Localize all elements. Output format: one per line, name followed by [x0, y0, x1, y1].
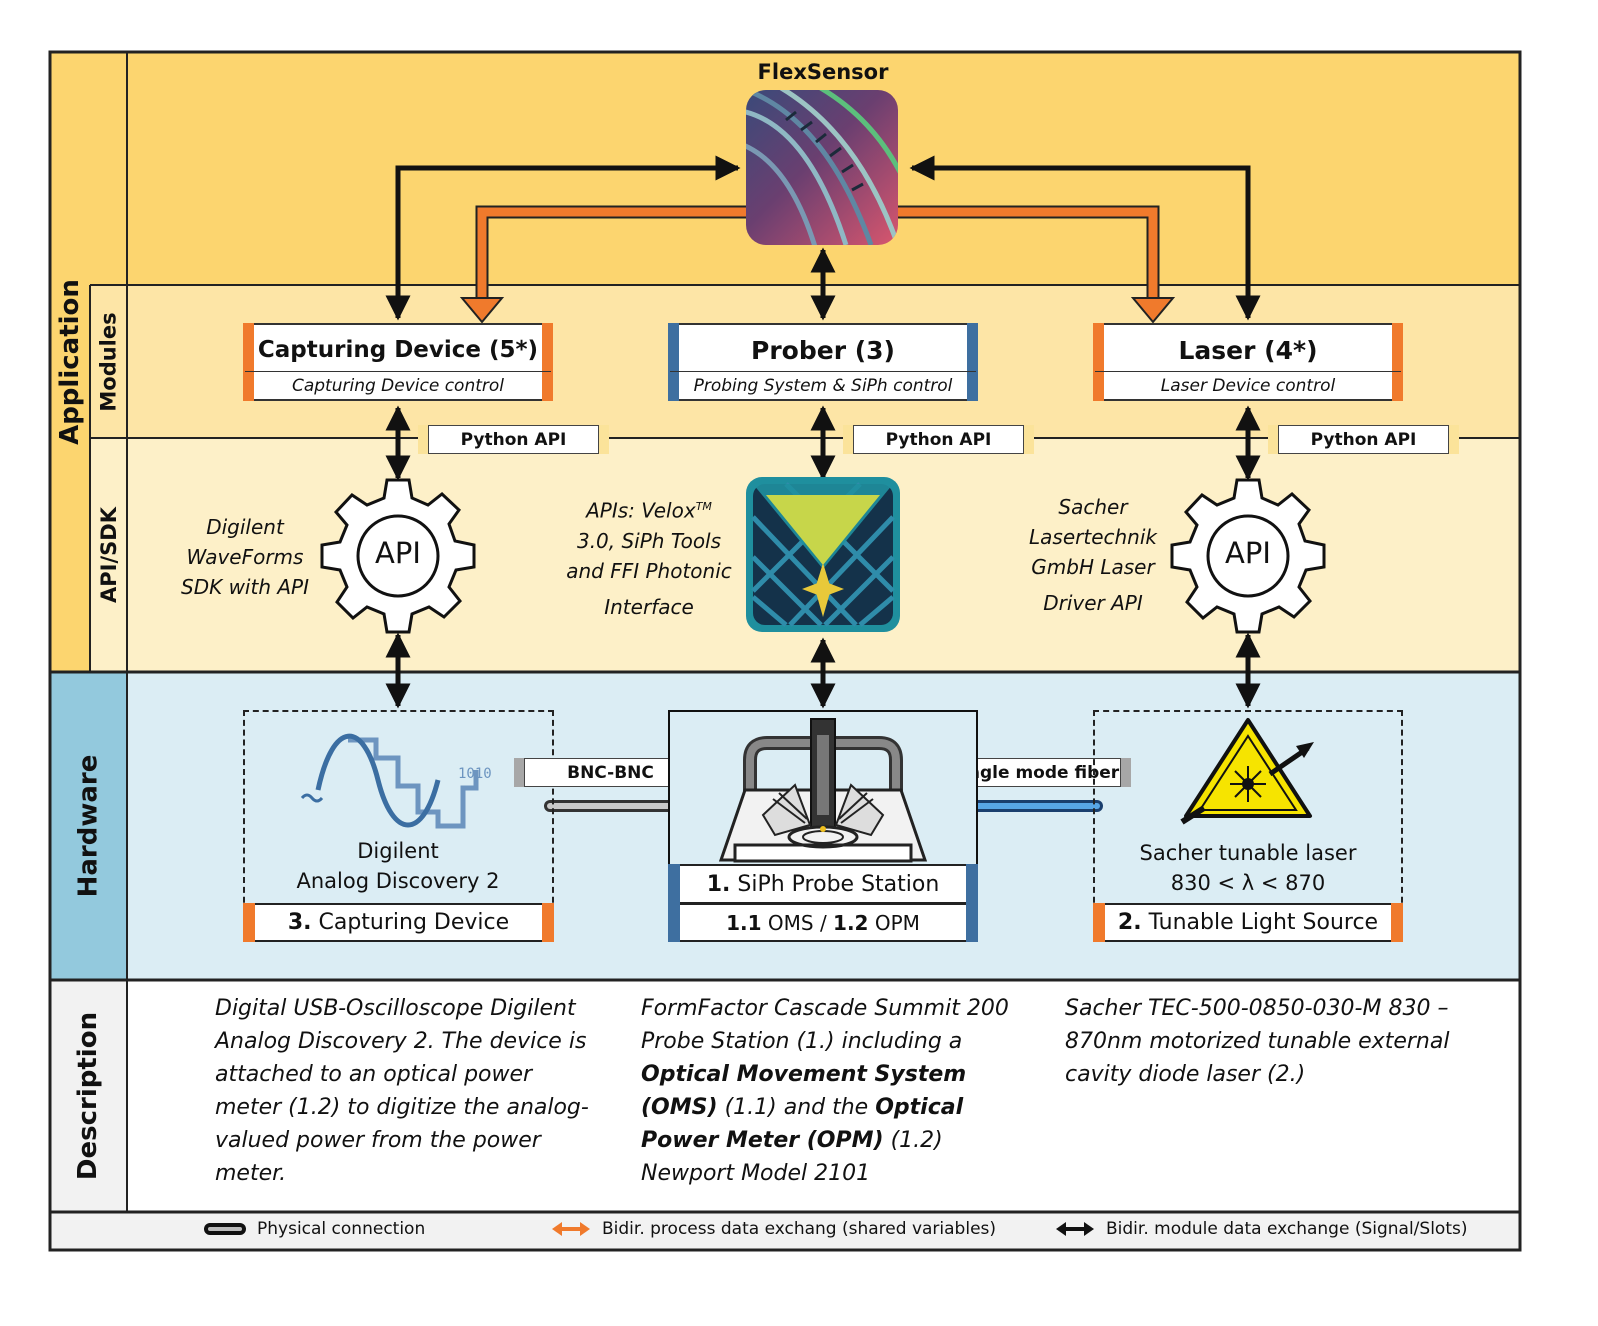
description-right: Sacher TEC-500-0850-030-M 830 – 870nm mo…: [1065, 996, 1450, 1087]
oms-opm-label: 1.1 OMS / 1.2 OPM: [668, 903, 978, 942]
velox-logo-art: [751, 482, 895, 627]
description-left: Digital USB-Oscilloscope Digilent Analog…: [215, 996, 589, 1186]
description-center: FormFactor Cascade Summit 200 Probe Stat…: [641, 996, 1009, 1186]
legend-physical: Physical connection: [203, 1219, 425, 1239]
module-edge-left: [1093, 323, 1104, 401]
application-side-column: [50, 285, 90, 672]
probe-station-icon: [718, 718, 928, 863]
python-api-tag-right: Python API: [1268, 425, 1459, 454]
module-subtitle: Capturing Device control: [245, 371, 551, 399]
legend-band: [50, 1212, 1520, 1250]
api-gear-label-left: API: [375, 536, 421, 570]
python-api-tag-left: Python API: [418, 425, 609, 454]
module-subtitle: Laser Device control: [1095, 371, 1401, 399]
description-side-column: [50, 980, 127, 1212]
laser-module[interactable]: Laser (4*) Laser Device control: [1093, 323, 1403, 401]
description-band: [50, 980, 1520, 1212]
tunable-light-source-label: 2. Tunable Light Source: [1093, 903, 1403, 942]
legend-module: Bidir. module data exchange (Signal/Slot…: [1054, 1219, 1467, 1239]
capturing-device-module[interactable]: Capturing Device (5*) Capturing Device c…: [243, 323, 553, 401]
hardware-side-column: [50, 672, 127, 980]
laser-warning-icon: [1180, 718, 1314, 825]
velox-app-icon[interactable]: [746, 477, 900, 632]
module-title: Capturing Device (5*): [257, 337, 539, 363]
flexsensor-app-icon[interactable]: [746, 90, 898, 245]
module-title: Prober (3): [751, 335, 895, 365]
bits-text: 1010: [458, 766, 492, 782]
flexsensor-logo-art: [746, 90, 898, 245]
module-data-arrows: [385, 155, 1261, 709]
velox-api-text: APIs: VeloxTM 3.0, SiPh Tools and FFI Ph…: [566, 498, 732, 619]
module-edge-left: [243, 323, 254, 401]
flexsensor-title: FlexSensor: [757, 60, 889, 84]
prober-module[interactable]: Prober (3) Probing System & SiPh control: [668, 323, 978, 401]
module-edge-right: [1392, 323, 1403, 401]
module-title: Laser (4*): [1178, 335, 1318, 365]
orange-bidirectional-arrow-icon: [552, 1222, 590, 1236]
api-gear-icon-right: [1170, 478, 1326, 634]
capturing-device-label: 3. Capturing Device: [243, 903, 554, 942]
analog-discovery-waveform-icon: 1010: [300, 733, 492, 829]
probe-station-label: 1. SiPh Probe Station: [668, 864, 978, 904]
legend-process: Bidir. process data exchang (shared vari…: [550, 1219, 996, 1239]
module-edge-right: [542, 323, 553, 401]
module-edge-right: [967, 323, 978, 401]
api-gear-label-right: API: [1225, 536, 1271, 570]
api-gear-icon-left: [320, 478, 476, 634]
physical-connection-icon: [204, 1223, 246, 1235]
module-edge-left: [668, 323, 679, 401]
black-bidirectional-arrow-icon: [1056, 1222, 1094, 1236]
module-subtitle: Probing System & SiPh control: [670, 371, 976, 399]
python-api-tag-center: Python API: [843, 425, 1034, 454]
